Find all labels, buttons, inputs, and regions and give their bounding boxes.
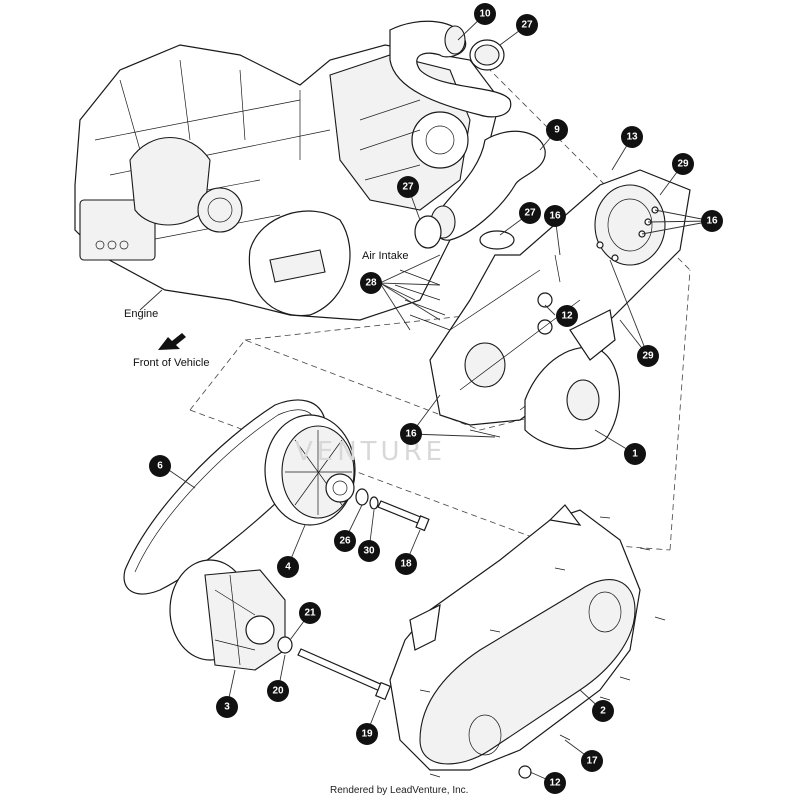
callout-16-c: 16 xyxy=(400,423,422,445)
bolt-19 xyxy=(297,648,392,701)
outer-cover-2 xyxy=(389,504,641,771)
svg-text:6: 6 xyxy=(157,461,163,472)
callout-21: 21 xyxy=(299,602,321,624)
svg-text:29: 29 xyxy=(642,351,654,362)
svg-text:17: 17 xyxy=(586,756,598,767)
svg-text:16: 16 xyxy=(549,211,561,222)
callout-1: 1 xyxy=(624,443,646,465)
svg-text:1: 1 xyxy=(632,449,638,460)
svg-text:16: 16 xyxy=(706,216,718,227)
backing-plate-1 xyxy=(524,309,621,450)
clamp-27-mid xyxy=(414,215,442,249)
callout-9: 9 xyxy=(546,119,568,141)
svg-text:20: 20 xyxy=(272,686,284,697)
svg-text:18: 18 xyxy=(400,559,412,570)
svg-text:4: 4 xyxy=(285,562,291,573)
callout-19: 19 xyxy=(356,723,378,745)
label-air-intake: Air Intake xyxy=(362,250,408,262)
svg-text:12: 12 xyxy=(549,778,561,789)
bolt-18 xyxy=(377,500,430,532)
callout-4: 4 xyxy=(277,556,299,578)
callout-27-a: 27 xyxy=(516,14,538,36)
svg-text:13: 13 xyxy=(626,132,638,143)
callout-12-b: 12 xyxy=(544,772,566,794)
callout-17: 17 xyxy=(581,750,603,772)
svg-text:9: 9 xyxy=(554,125,560,136)
callout-16-b: 16 xyxy=(701,210,723,232)
svg-text:29: 29 xyxy=(677,159,689,170)
clamp-27-right xyxy=(479,230,515,250)
svg-text:3: 3 xyxy=(224,702,230,713)
callout-16-a: 16 xyxy=(544,205,566,227)
washers-26-30 xyxy=(355,488,379,510)
callout-30: 30 xyxy=(358,540,380,562)
callout-18: 18 xyxy=(395,553,417,575)
callout-27-c: 27 xyxy=(519,202,541,224)
callout-13: 13 xyxy=(621,126,643,148)
callout-27-b: 27 xyxy=(397,176,419,198)
callout-20: 20 xyxy=(267,680,289,702)
svg-text:10: 10 xyxy=(479,9,491,20)
cover-screws xyxy=(419,516,666,779)
svg-text:2: 2 xyxy=(600,706,606,717)
callout-29-b: 29 xyxy=(637,345,659,367)
callout-2: 2 xyxy=(592,700,614,722)
washer-21 xyxy=(277,636,293,654)
callout-29-a: 29 xyxy=(672,153,694,175)
label-engine: Engine xyxy=(124,308,158,320)
inner-cover xyxy=(429,169,691,426)
label-front-of-vehicle: Front of Vehicle xyxy=(133,357,209,369)
svg-text:28: 28 xyxy=(365,278,377,289)
svg-text:26: 26 xyxy=(339,536,351,547)
svg-text:27: 27 xyxy=(402,182,414,193)
clamp-27-top xyxy=(469,39,505,71)
svg-text:30: 30 xyxy=(363,546,375,557)
callout-6: 6 xyxy=(149,455,171,477)
intake-duct-10 xyxy=(389,20,512,118)
callout-10: 10 xyxy=(474,3,496,25)
svg-text:16: 16 xyxy=(405,429,417,440)
svg-text:27: 27 xyxy=(521,20,533,31)
svg-text:27: 27 xyxy=(524,208,536,219)
front-arrow-icon xyxy=(158,333,186,350)
driven-clutch-4 xyxy=(264,414,356,526)
svg-text:21: 21 xyxy=(304,608,316,619)
callout-12-a: 12 xyxy=(556,305,578,327)
svg-text:12: 12 xyxy=(561,311,573,322)
watermark: VENTURE xyxy=(295,437,446,467)
svg-text:19: 19 xyxy=(361,729,373,740)
drive-clutch-3 xyxy=(169,559,286,671)
footer-credit: Rendered by LeadVenture, Inc. xyxy=(330,785,468,796)
callout-28: 28 xyxy=(360,272,382,294)
callout-26: 26 xyxy=(334,530,356,552)
callout-3: 3 xyxy=(216,696,238,718)
